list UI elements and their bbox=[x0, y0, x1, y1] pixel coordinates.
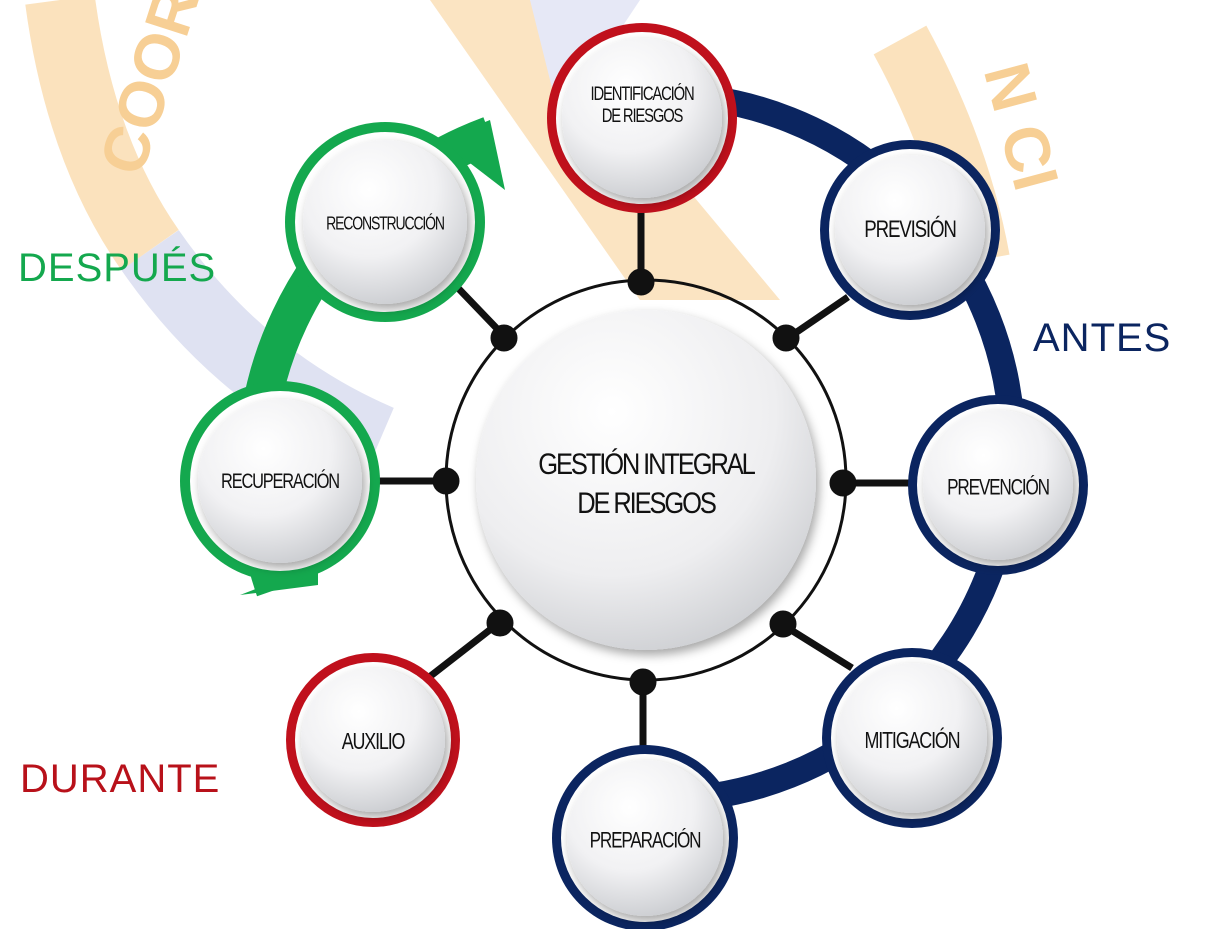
node-label-preparacion: PREPARACIÓN bbox=[589, 827, 702, 853]
center-node bbox=[476, 310, 816, 650]
node-reconstruccion[interactable] bbox=[285, 122, 485, 322]
node-identificacion[interactable] bbox=[547, 23, 737, 213]
phase-label-despues: DESPUÉS bbox=[18, 246, 217, 290]
node-mitigacion[interactable] bbox=[822, 648, 1002, 828]
node-label-prevision: PREVISIÓN bbox=[864, 216, 957, 244]
node-label-auxilio: AUXILIO bbox=[341, 727, 406, 754]
phase-label-antes: ANTES bbox=[1033, 316, 1172, 360]
node-label-preparacion-line1: PREPARACIÓN bbox=[589, 827, 702, 853]
node-label-prevencion-line1: PREVENCIÓN bbox=[947, 474, 1050, 500]
node-label-prevencion: PREVENCIÓN bbox=[947, 474, 1050, 500]
center-title-line2: DE RIESGOS bbox=[577, 487, 717, 520]
node-label-identificacion-line2: DE RIESGOS bbox=[601, 106, 684, 127]
node-label-auxilio-line1: AUXILIO bbox=[341, 727, 406, 754]
phase-label-durante: DURANTE bbox=[20, 757, 221, 801]
node-prevencion[interactable] bbox=[908, 395, 1088, 575]
despues-arc-head bbox=[440, 120, 505, 190]
center-title: GESTIÓN INTEGRAL DE RIESGOS bbox=[538, 445, 756, 523]
node-label-recuperacion: RECUPERACIÓN bbox=[221, 469, 340, 494]
node-label-identificacion-line1: IDENTIFICACIÓN bbox=[590, 84, 694, 106]
node-recuperacion[interactable] bbox=[180, 381, 380, 581]
node-label-mitigacion-line1: MITIGACIÓN bbox=[864, 726, 961, 753]
node-preparacion[interactable] bbox=[552, 745, 738, 929]
node-label-recuperacion-line1: RECUPERACIÓN bbox=[221, 469, 340, 493]
center-title-line1: GESTIÓN INTEGRAL bbox=[538, 448, 756, 481]
node-label-reconstruccion: RECONSTRUCCIÓN bbox=[326, 213, 445, 235]
node-auxilio[interactable] bbox=[286, 653, 460, 827]
node-label-mitigacion: MITIGACIÓN bbox=[864, 726, 961, 753]
node-label-identificacion: IDENTIFICACIÓN DE RIESGOS bbox=[590, 84, 694, 128]
node-label-prevision-line1: PREVISIÓN bbox=[864, 216, 957, 244]
node-prevision[interactable] bbox=[820, 140, 1000, 320]
node-label-reconstruccion-line1: RECONSTRUCCIÓN bbox=[326, 213, 445, 234]
